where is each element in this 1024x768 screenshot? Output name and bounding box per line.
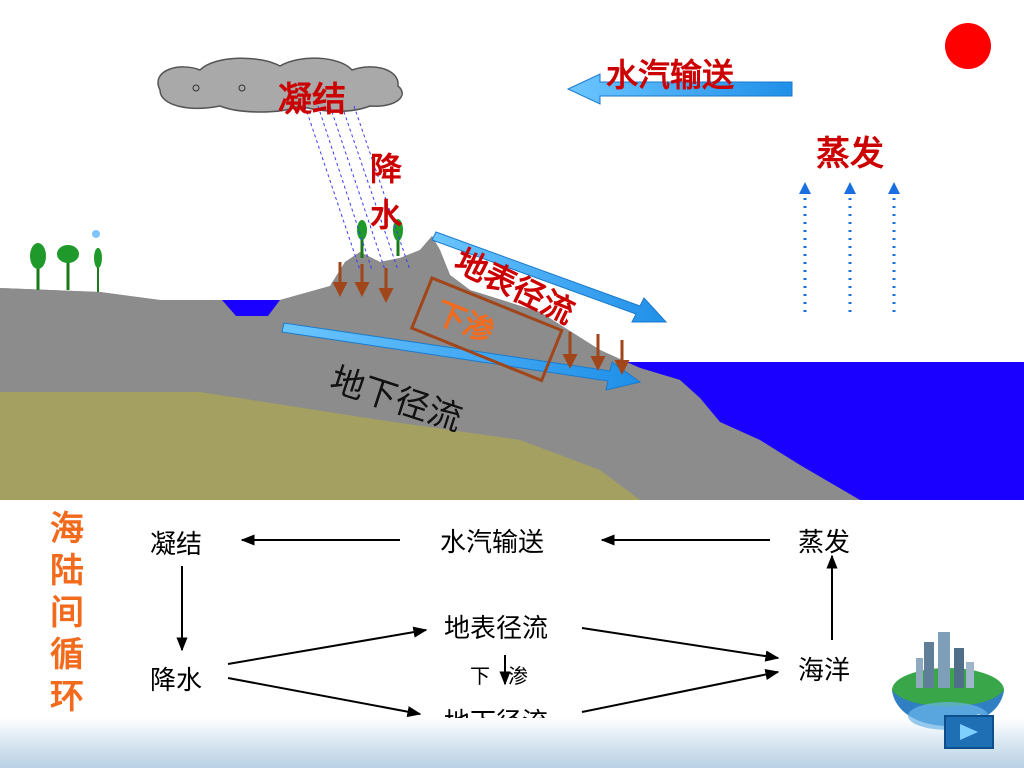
tree-icon (357, 220, 367, 258)
footer-band (0, 718, 1024, 768)
flow-vapor-transport: 水汽输送 (440, 528, 545, 558)
tree-icon (30, 243, 46, 290)
precipitation-label-bottom: 水 (370, 196, 403, 234)
vapor-transport-label: 水汽输送 (606, 56, 735, 94)
flow-ocean: 海洋 (798, 656, 851, 686)
play-button[interactable] (944, 715, 994, 749)
flow-precipitation: 降水 (150, 666, 203, 696)
infiltration-box (409, 276, 564, 383)
sun-icon (945, 23, 991, 69)
rain-lines (304, 105, 411, 271)
flowchart-arrows (176, 534, 838, 718)
tree-icon (57, 245, 79, 290)
cloud-icon (157, 57, 403, 113)
evaporation-arrows (799, 182, 900, 312)
infiltration-arrows (332, 262, 630, 375)
sea-land-cycle-title: 海陆间循环 (50, 509, 84, 717)
play-icon (960, 724, 978, 740)
tree-icon (92, 230, 102, 292)
flow-condensation: 凝结 (150, 530, 203, 560)
precipitation-label-top: 降 (370, 150, 403, 188)
tree-icon (393, 219, 403, 256)
condensation-label: 凝结 (278, 80, 346, 120)
lake (222, 300, 280, 316)
flow-evaporation: 蒸发 (798, 528, 851, 558)
water-cycle-illustration (0, 23, 1024, 500)
surface-runoff-arrow (431, 231, 668, 323)
soil-layer-front (0, 392, 640, 500)
flow-infiltration: 下渗 (470, 664, 546, 688)
flow-surface-runoff: 地表径流 (444, 614, 549, 644)
evaporation-label: 蒸发 (816, 134, 884, 174)
vapor-transport-arrow (566, 73, 793, 105)
